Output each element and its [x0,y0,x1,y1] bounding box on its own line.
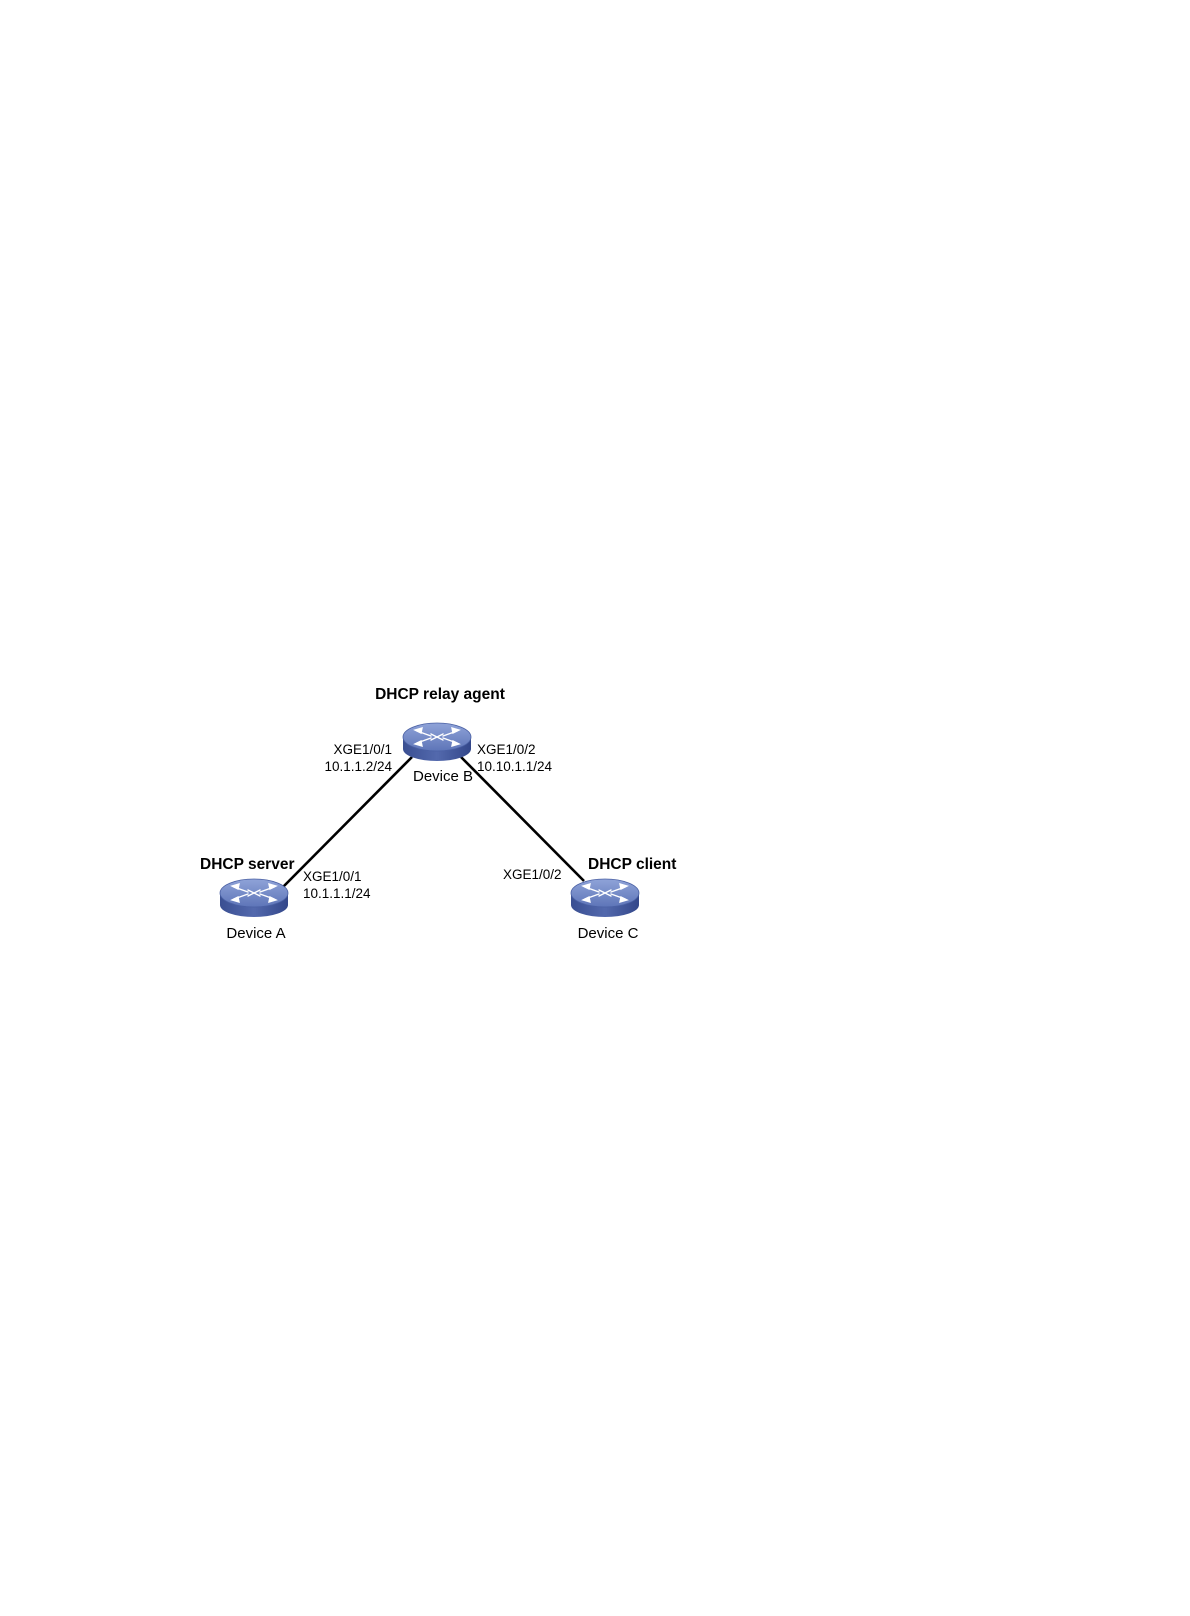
device-c-name-label: Device C [578,925,639,942]
device-a-port1-ip: 10.1.1.1/24 [303,885,371,902]
router-icon-device-a [220,879,288,917]
device-b-port1-name: XGE1/0/1 [300,741,392,758]
device-c-role-label: DHCP client [588,856,676,873]
device-b-name-label: Device B [413,768,473,785]
router-icon-device-b [403,723,471,761]
link-b-c [461,757,584,881]
device-a-name-label: Device A [226,925,285,942]
device-b-port2-name: XGE1/0/2 [477,741,536,758]
router-icon-device-c [571,879,639,917]
device-a-port1-name: XGE1/0/1 [303,868,362,885]
device-b-port1-ip: 10.1.1.2/24 [300,758,392,775]
device-a-role-label: DHCP server [200,856,295,873]
device-c-port2-name: XGE1/0/2 [503,866,562,883]
device-b-role-label: DHCP relay agent [375,686,505,703]
device-b-port2-ip: 10.10.1.1/24 [477,758,552,775]
